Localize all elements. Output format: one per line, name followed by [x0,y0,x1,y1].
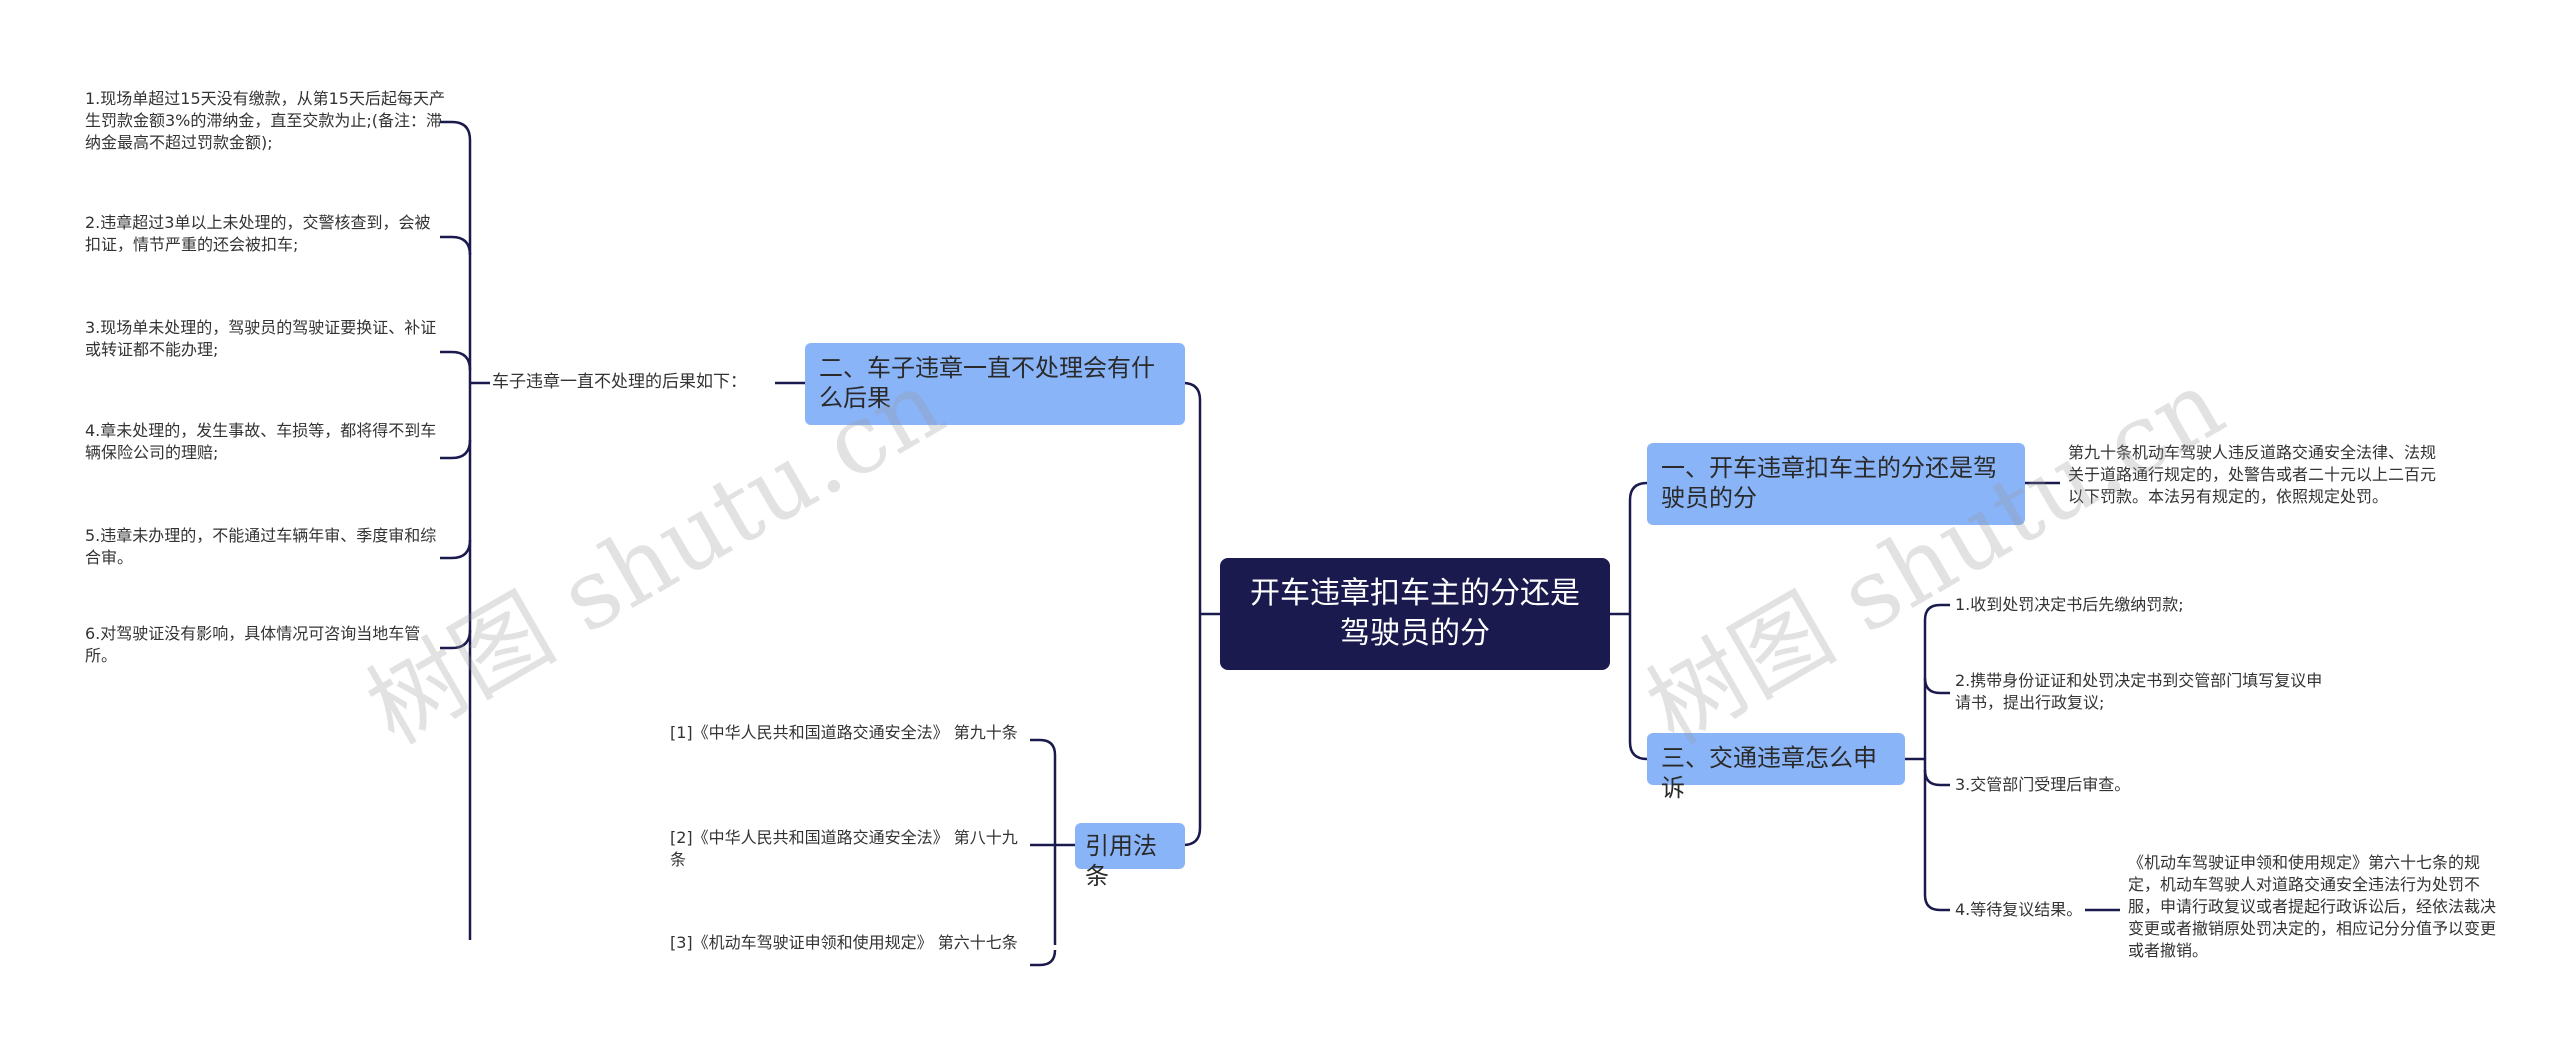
article-90-text: 第九十条机动车驾驶人违反道路交通安全法律、法规关于道路通行规定的，处警告或者二十… [2068,442,2438,508]
root-node[interactable]: 开车违章扣车主的分还是驾驶员的分 [1220,558,1610,670]
consequence-item-4-text: 4.章未处理的，发生事故、车损等，都将得不到车辆保险公司的理赔; [85,421,437,462]
consequence-item-6-text: 6.对驾驶证没有影响，具体情况可咨询当地车管所。 [85,624,421,665]
appeal-step-1-text: 1.收到处罚决定书后先缴纳罚款; [1955,595,2184,614]
article-90-text-content: 第九十条机动车驾驶人违反道路交通安全法律、法规关于道路通行规定的，处警告或者二十… [2068,443,2437,506]
branch-consequences-label: 二、车子违章一直不处理会有什么后果 [819,354,1155,412]
root-title: 开车违章扣车主的分还是驾驶员的分 [1250,576,1580,651]
consequence-item-1-text: 1.现场单超过15天没有缴款，从第15天后起每天产生罚款金额3%的滞纳金，直至交… [85,89,445,152]
reference-item-3-text: [3]《机动车驾驶证申领和使用规定》 第六十七条 [670,933,1018,952]
appeal-step-3-text: 3.交管部门受理后审查。 [1955,775,2131,794]
appeal-detail-text: 《机动车驾驶证申领和使用规定》第六十七条的规定，机动车驾驶人对道路交通安全违法行… [2128,852,2498,962]
consequence-item-2: 2.违章超过3单以上未处理的，交警核查到，会被扣证，情节严重的还会被扣车; [85,212,445,256]
consequence-item-5-text: 5.违章未办理的，不能通过车辆年审、季度审和综合审。 [85,526,437,567]
consequences-intro-text: 车子违章一直不处理的后果如下： [492,372,747,392]
consequences-intro: 车子违章一直不处理的后果如下： [492,370,782,394]
reference-item-2-text: [2]《中华人民共和国道路交通安全法》 第八十九条 [670,828,1018,869]
reference-item-2[interactable]: [2]《中华人民共和国道路交通安全法》 第八十九条 [670,827,1030,871]
reference-item-3[interactable]: [3]《机动车驾驶证申领和使用规定》 第六十七条 [670,932,1030,954]
appeal-step-4-text: 4.等待复议结果。 [1955,900,2083,919]
branch-references-label: 引用法条 [1085,832,1157,890]
branch-appeal-label: 三、交通违章怎么申诉 [1661,744,1877,802]
branch-references[interactable]: 引用法条 [1075,823,1185,890]
consequence-item-3: 3.现场单未处理的，驾驶员的驾驶证要换证、补证或转证都不能办理; [85,317,445,361]
appeal-step-2: 2.携带身份证证和处罚决定书到交管部门填写复议申请书，提出行政复议; [1955,670,2325,714]
reference-item-1[interactable]: [1]《中华人民共和国道路交通安全法》 第九十条 [670,722,1030,744]
consequence-item-2-text: 2.违章超过3单以上未处理的，交警核查到，会被扣证，情节严重的还会被扣车; [85,213,431,254]
branch-appeal[interactable]: 三、交通违章怎么申诉 [1647,733,1905,802]
reference-item-1-text: [1]《中华人民共和国道路交通安全法》 第九十条 [670,723,1018,742]
appeal-step-3: 3.交管部门受理后审查。 [1955,774,2325,796]
branch-who-gets-points-label: 一、开车违章扣车主的分还是驾驶员的分 [1661,454,1997,512]
branch-who-gets-points[interactable]: 一、开车违章扣车主的分还是驾驶员的分 [1647,443,2025,525]
appeal-step-4: 4.等待复议结果。 [1955,899,2085,921]
consequence-item-3-text: 3.现场单未处理的，驾驶员的驾驶证要换证、补证或转证都不能办理; [85,318,437,359]
appeal-step-2-text: 2.携带身份证证和处罚决定书到交管部门填写复议申请书，提出行政复议; [1955,671,2323,712]
consequence-item-1: 1.现场单超过15天没有缴款，从第15天后起每天产生罚款金额3%的滞纳金，直至交… [85,88,445,154]
consequence-item-6: 6.对驾驶证没有影响，具体情况可咨询当地车管所。 [85,623,445,667]
branch-consequences[interactable]: 二、车子违章一直不处理会有什么后果 [805,343,1185,425]
appeal-step-1: 1.收到处罚决定书后先缴纳罚款; [1955,594,2325,616]
consequence-item-4: 4.章未处理的，发生事故、车损等，都将得不到车辆保险公司的理赔; [85,420,445,464]
appeal-detail-text-content: 《机动车驾驶证申领和使用规定》第六十七条的规定，机动车驾驶人对道路交通安全违法行… [2128,853,2497,960]
consequence-item-5: 5.违章未办理的，不能通过车辆年审、季度审和综合审。 [85,525,445,569]
